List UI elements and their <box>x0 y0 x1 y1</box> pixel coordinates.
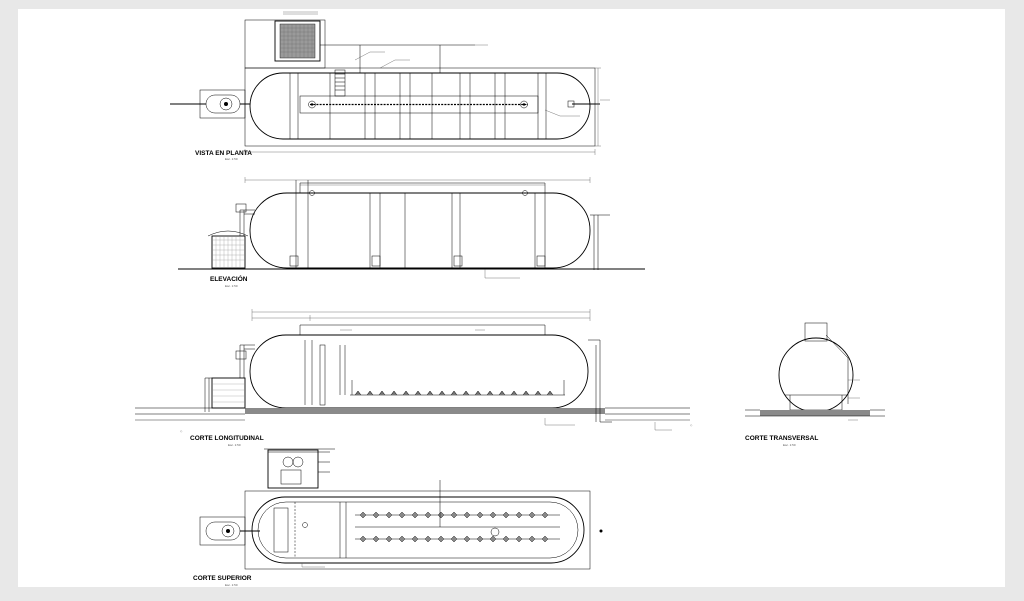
long-section-diffusers <box>350 380 565 396</box>
top-section-equipment-room <box>267 449 319 489</box>
svg-text:Esc. 1:50: Esc. 1:50 <box>225 284 238 288</box>
elevation-tank-ribs <box>295 180 546 268</box>
svg-text:Esc. 1:50: Esc. 1:50 <box>228 443 241 447</box>
elevation-tank <box>249 192 591 269</box>
svg-text:Esc. 1:50: Esc. 1:50 <box>225 157 238 161</box>
plan-tank <box>249 72 591 140</box>
top-section-tank <box>251 496 585 564</box>
top-section-diffusers <box>355 480 560 543</box>
long-section-view: ◇ CORTE LONGITUDINAL Esc. 1:50 ◇ <box>135 309 693 447</box>
top-section-view: CORTE SUPERIOR Esc. 1:50 <box>193 448 603 587</box>
plan-internal-pipe <box>299 95 539 114</box>
svg-text:Esc. 1:50: Esc. 1:50 <box>783 443 796 447</box>
plan-view: VISTA EN PLANTA Esc. 1:50 <box>170 11 610 161</box>
elevation-view: ELEVACIÓN Esc. 1:50 <box>178 177 645 288</box>
plan-ladder <box>334 69 346 97</box>
elevation-chamber <box>207 203 255 269</box>
plan-title: VISTA EN PLANTA <box>195 150 252 157</box>
cross-section-view: CORTE TRANSVERSAL Esc. 1:50 <box>745 322 885 447</box>
long-section-dimensions <box>251 309 591 321</box>
cross-section-slab <box>760 410 870 416</box>
paper <box>18 9 1005 587</box>
elevation-supports <box>289 255 546 267</box>
plan-screen-box <box>274 20 321 62</box>
long-section-baffle <box>304 340 313 405</box>
svg-text:Esc. 1:50: Esc. 1:50 <box>225 583 238 587</box>
cross-section-title: CORTE TRANSVERSAL <box>745 435 818 442</box>
svg-text:◇: ◇ <box>690 423 693 427</box>
elevation-title: ELEVACIÓN <box>210 274 248 283</box>
svg-text:◇: ◇ <box>180 429 183 433</box>
long-section-chamber <box>204 344 255 412</box>
plan-vent-lines <box>320 44 475 73</box>
long-section-title: CORTE LONGITUDINAL <box>190 435 264 442</box>
plan-screen-grid <box>279 23 316 59</box>
long-section-slab <box>245 408 605 414</box>
top-section-title: CORTE SUPERIOR <box>193 575 252 582</box>
plan-dimensions <box>244 67 601 155</box>
